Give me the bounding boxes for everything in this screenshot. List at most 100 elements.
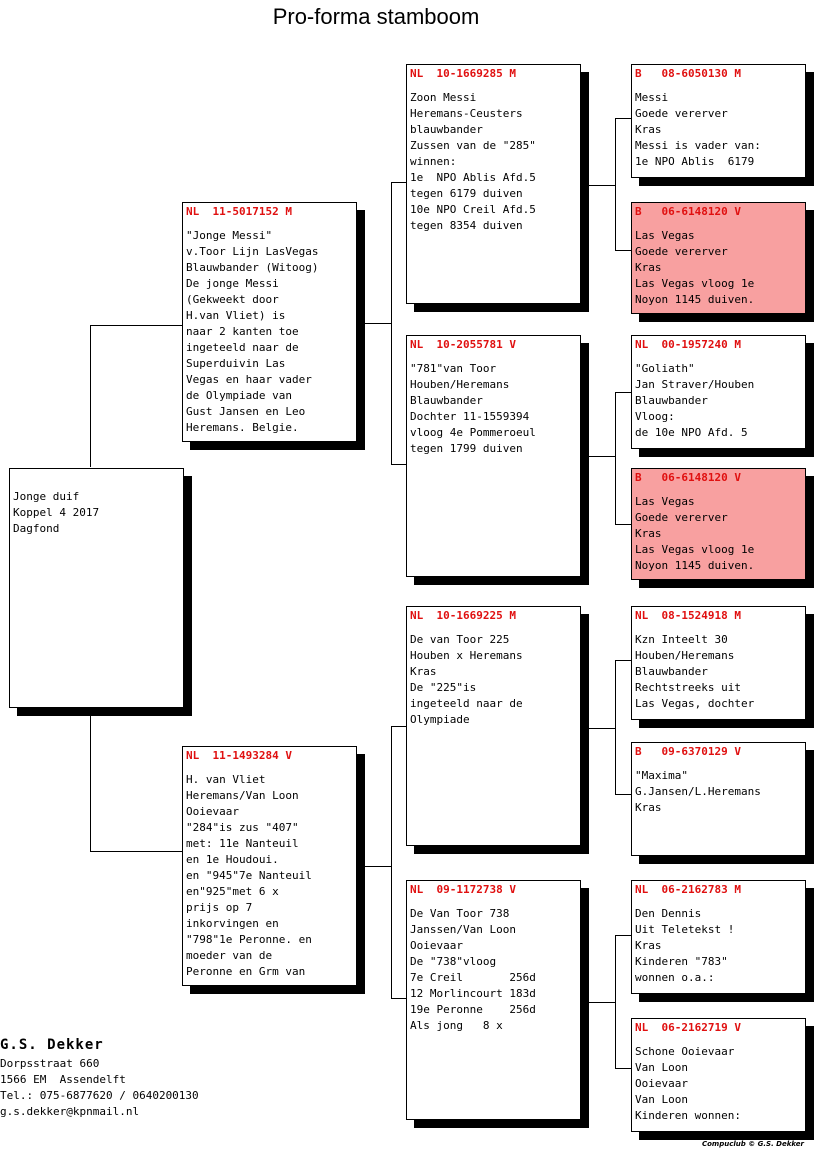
copyright: Compuclub © G.S. Dekker (701, 1140, 804, 1148)
ring-number: NL 11-5017152 M (186, 205, 292, 218)
card-line: "798"1e Peronne. en (186, 933, 312, 946)
ring-number: NL 10-2055781 V (410, 338, 516, 351)
card-line: 1e NPO Ablis Afd.5 (410, 171, 536, 184)
root-line: Koppel 4 2017 (13, 506, 100, 519)
page-title: Pro-forma stamboom (272, 4, 480, 29)
card-line: de 10e NPO Afd. 5 (635, 426, 748, 439)
card-line: Messi is vader van: (635, 139, 761, 152)
card-line: Den Dennis (635, 907, 702, 920)
card-line: Peronne en Grm van (186, 965, 306, 978)
connector (580, 728, 615, 729)
ring-number: NL 06-2162719 V (635, 1021, 741, 1034)
card-line: Las Vegas vloog 1e (635, 277, 755, 290)
owner-phone: Tel.: 075-6877620 / 0640200130 (0, 1089, 199, 1102)
connector (391, 998, 407, 999)
connector (615, 935, 616, 1068)
card-line: Kzn Inteelt 30 (635, 633, 728, 646)
card-line: inkorvingen en (186, 917, 279, 930)
card-line: Heremans/Van Loon (186, 789, 299, 802)
card-line: Las Vegas, dochter (635, 697, 755, 710)
connector (580, 185, 615, 186)
card-line: Vloog: (635, 410, 675, 423)
card-line: 7e Creil 256d (410, 971, 536, 984)
ring-number: NL 00-1957240 M (635, 338, 741, 351)
card-line: Kinderen "783" (635, 955, 728, 968)
card-line: De Van Toor 738 (410, 907, 510, 920)
connector (615, 250, 632, 251)
card-line: Rechtstreeks uit (635, 681, 741, 694)
card-line: v.Toor Lijn LasVegas (186, 245, 319, 258)
connector (615, 392, 616, 524)
card-line: Houben/Heremans (635, 649, 735, 662)
card-line: Kras (635, 801, 662, 814)
great-grandparent-card[interactable]: B 09-6370129 V"Maxima"G.Jansen/L.Hereman… (631, 742, 806, 856)
ring-number: NL 10-1669285 M (410, 67, 516, 80)
card-line: Uit Teletekst ! (635, 923, 735, 936)
card-line: Ooievaar (635, 1077, 688, 1090)
owner-email[interactable]: g.s.dekker@kpnmail.nl (0, 1105, 140, 1118)
connector (615, 935, 632, 936)
card-line: Noyon 1145 duiven. (635, 293, 755, 306)
card-line: Heremans-Ceusters (410, 107, 523, 120)
card-line: Ooievaar (186, 805, 239, 818)
root-card[interactable]: Jonge duif Koppel 4 2017 Dagfond (9, 468, 184, 708)
card-line: vloog 4e Pommeroeul (410, 426, 536, 439)
card-line: Blauwbander (635, 394, 708, 407)
card-line: ingeteeld naar de (410, 697, 523, 710)
card-line: Olympiade (410, 713, 470, 726)
card-line: De jonge Messi (186, 277, 279, 290)
card-line: met: 11e Nanteuil (186, 837, 299, 850)
ring-number: NL 08-1524918 M (635, 609, 741, 622)
card-line: ingeteeld naar de (186, 341, 299, 354)
connector (615, 660, 616, 794)
ring-number: B 06-6148120 V (635, 471, 741, 484)
card-line: Noyon 1145 duiven. (635, 559, 755, 572)
card-line: Zussen van de "285" (410, 139, 536, 152)
card-line: Kras (635, 939, 662, 952)
card-line: "781"van Toor (410, 362, 497, 375)
card-line: Las Vegas (635, 495, 695, 508)
card-line: Messi (635, 91, 669, 104)
card-line: Janssen/Van Loon (410, 923, 516, 936)
card-line: Goede vererver (635, 511, 728, 524)
great-grandparent-card[interactable]: NL 08-1524918 M Kzn Inteelt 30 Houben/Here… (631, 606, 806, 720)
card-line: Goede vererver (635, 107, 728, 120)
card-line: Blauwbander (635, 665, 708, 678)
card-line: wonnen o.a.: (635, 971, 715, 984)
great-grandparent-card[interactable]: NL 00-1957240 M"Goliath"Jan Straver/Houb… (631, 335, 806, 449)
card-line: Schone Ooievaar (635, 1045, 735, 1058)
card-line: Zoon Messi (410, 91, 477, 104)
card-line: De "738"vloog (410, 955, 497, 968)
owner-postcode: 1566 EM Assendelft (0, 1073, 126, 1086)
ring-number: NL 10-1669225 M (410, 609, 516, 622)
sire-card[interactable]: NL 11-5017152 M"Jonge Messi"v.Toor Lijn … (182, 202, 357, 442)
card-line: Houben x Heremans (410, 649, 523, 662)
card-line: Van Loon (635, 1061, 688, 1074)
card-line: tegen 6179 duiven (410, 187, 523, 200)
connector (615, 1068, 632, 1069)
connector (391, 726, 407, 727)
root-line: Dagfond (13, 522, 60, 535)
card-line: De van Toor 225 (410, 633, 510, 646)
card-line: Blauwbander (Witoog) (186, 261, 319, 274)
card-line: prijs op 7 (186, 901, 253, 914)
card-line: Kras (410, 665, 437, 678)
card-line: Houben/Heremans (410, 378, 510, 391)
card-line: 19e Peronne 256d (410, 1003, 536, 1016)
owner-name: G.S. Dekker (0, 1037, 104, 1053)
card-line: H.van Vliet) is (186, 309, 286, 322)
owner-address: Dorpsstraat 660 (0, 1057, 100, 1070)
connector (391, 726, 392, 998)
ring-number: NL 09-1172738 V (410, 883, 516, 896)
card-line: 1e NPO Ablis 6179 (635, 155, 755, 168)
